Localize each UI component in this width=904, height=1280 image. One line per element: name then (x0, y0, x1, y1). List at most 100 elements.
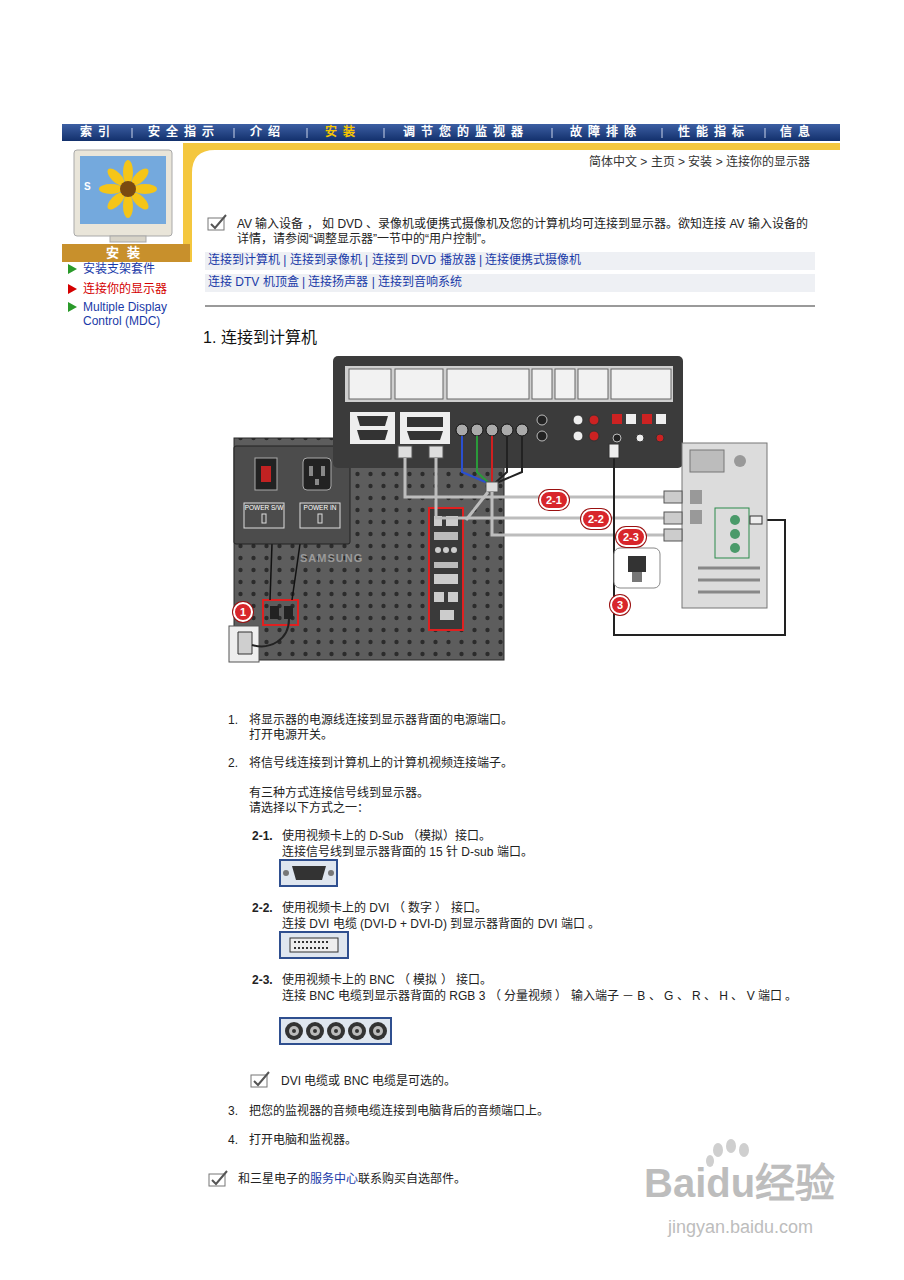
computer-tower (698, 567, 760, 570)
bnc-port-icon (280, 1018, 391, 1044)
connector-panel (345, 366, 673, 402)
bnc-port-icon (352, 1026, 362, 1036)
computer-tower (730, 529, 740, 539)
connector-panel (456, 424, 468, 436)
monitor-back (429, 508, 463, 630)
power-inset (262, 514, 266, 523)
bnc-port-icon (355, 1029, 359, 1033)
signal-cables (614, 444, 785, 635)
monitor-back (434, 592, 444, 602)
watermark-paw (713, 1143, 723, 1157)
dvi-port-icon (280, 932, 348, 958)
note-icon (254, 1072, 269, 1085)
step-number: 2. (228, 756, 238, 771)
power-inset (244, 503, 284, 528)
signal-cables (462, 436, 490, 484)
step-text: 打开电脑和监视器。 (249, 1133, 357, 1148)
computer-tower (664, 491, 682, 503)
callout-number: 3 (610, 595, 630, 615)
dsub-port-icon (280, 860, 337, 886)
sidebar-link: 安装支架套件 (83, 262, 155, 277)
computer-tower (690, 490, 702, 504)
section-name: 安装 (66, 244, 187, 261)
computer-tower (698, 579, 760, 582)
connector-panel (537, 431, 547, 441)
sidebar-monitor-image (123, 160, 133, 184)
connector-panel (516, 424, 528, 436)
step-text: 把您的监视器的音频电缆连接到电脑背后的音频端口上。 (249, 1104, 549, 1119)
bnc-port-icon (334, 1029, 338, 1033)
nav-item: 介绍 (250, 125, 286, 140)
option-text: 使用视频卡上的 D-Sub （模拟）接口。 (282, 829, 491, 844)
brand-mark: SAMSUNG (300, 552, 363, 565)
connector-panel (350, 412, 395, 444)
power-cable (229, 619, 289, 662)
monitor-back (435, 547, 441, 553)
service-link: 服务中心 (310, 1172, 358, 1187)
computer-tower (690, 510, 702, 524)
callout-number: 2-1 (539, 490, 569, 510)
bnc-port-icon (292, 1029, 296, 1033)
power-inset (321, 466, 325, 476)
step-number: 4. (228, 1133, 238, 1148)
sidebar-monitor-image (99, 184, 123, 194)
nav-separators (234, 128, 235, 138)
monitor-back (451, 547, 457, 553)
monitor-back (234, 438, 504, 660)
monitor-back (284, 606, 293, 619)
nav-item: 安装 (325, 125, 361, 140)
connector-panel (349, 369, 391, 399)
signal-cables (494, 436, 507, 484)
connector-panel (589, 415, 599, 425)
section-heading: 1. 连接到计算机 (203, 328, 317, 348)
watermark-paw (726, 1139, 736, 1153)
nav-band: 索引安全指示介绍安装调节您的监视器故障排除性能指标信息 (62, 124, 840, 141)
note-text: DVI 电缆或 BNC 电缆是可选的。 (281, 1074, 456, 1089)
bnc-port-icon (348, 1022, 366, 1040)
monitor-back (443, 547, 449, 553)
connector-panel (589, 431, 599, 441)
bnc-port-icon (369, 1022, 387, 1040)
bnc-port-icon (373, 1026, 383, 1036)
sidebar-bullets (68, 264, 77, 312)
connector-panel (407, 417, 443, 427)
dsub-port-icon (328, 870, 334, 876)
header-frame (183, 143, 840, 262)
watermark: jingyan.baidu.com (668, 1216, 813, 1238)
signal-cables (436, 458, 668, 518)
power-cable (238, 632, 252, 654)
watermark-paw (739, 1143, 749, 1157)
connector-panel (501, 424, 513, 436)
connector-panel (537, 415, 547, 425)
divider-rule (205, 306, 815, 307)
connector-panel (613, 434, 621, 442)
connector-panel (573, 431, 583, 441)
nav-separators (307, 128, 308, 138)
connector-panel (400, 412, 450, 444)
port-name: POWER IN (300, 504, 340, 512)
computer-tower (682, 443, 767, 608)
bnc-port-icon (313, 1029, 317, 1033)
intro-note: AV 输入设备 ， 如 DVD 、录像机或便携式摄像机及您的计算机均可连接到显示… (237, 217, 812, 247)
footer-note: 联系购买自选部件。 (358, 1172, 466, 1187)
option-number: 2-1. (252, 829, 273, 844)
bnc-port-icon (306, 1022, 324, 1040)
bnc-zoom (632, 572, 642, 582)
bnc-port-icon (331, 1026, 341, 1036)
step-text: 打开电源开关。 (249, 728, 333, 743)
computer-tower (730, 543, 740, 553)
callout-number: 2-2 (581, 509, 611, 529)
power-inset (303, 458, 331, 490)
connector-panel (532, 369, 552, 399)
monitor-back (434, 574, 458, 584)
connector-panel (612, 414, 622, 424)
monitor-back (448, 592, 458, 602)
power-inset (318, 514, 322, 523)
power-cable (229, 626, 259, 662)
signal-cables (486, 482, 498, 492)
port-name: POWER S/W (244, 504, 284, 512)
step-number: 3. (228, 1104, 238, 1119)
power-inset (234, 446, 350, 544)
nav-item: 故障排除 (570, 125, 642, 140)
